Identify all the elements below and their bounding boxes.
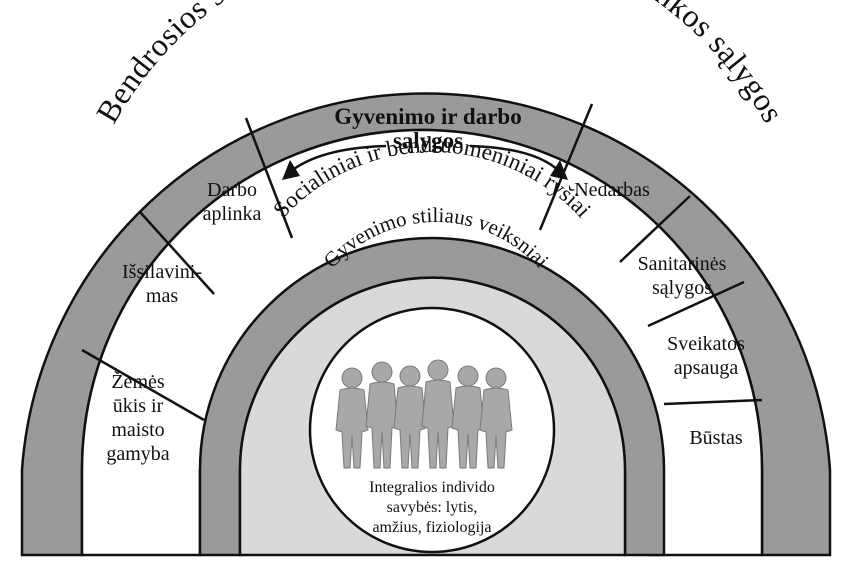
segment-agriculture-line4: gamyba [106, 443, 169, 465]
divider-1 [81, 348, 205, 422]
divider-4 [538, 103, 594, 231]
divider-5 [619, 195, 691, 263]
segment-agriculture: Žemės ūkis ir maisto gamyba [106, 370, 169, 465]
living-conditions-title-line2: sąlygos [393, 128, 463, 153]
arrow-right [469, 144, 561, 173]
divider-3 [244, 117, 294, 239]
segment-agriculture-line2: ūkis ir [113, 395, 164, 417]
segment-housing: Būstas [689, 427, 743, 449]
segment-sanitation-line2: sąlygos [652, 277, 712, 299]
segment-healthcare-line1: Sveikatos [667, 333, 745, 355]
arrow-left-head-icon [282, 160, 300, 180]
segment-healthcare-line2: apsauga [674, 357, 739, 379]
segment-work-environment: Darbo aplinka [203, 179, 262, 225]
segment-dividers [81, 103, 763, 422]
segment-agriculture-line1: Žemės [111, 370, 165, 393]
segment-work-environment-line2: aplinka [203, 203, 262, 225]
segment-education: Išsilavini- mas [122, 261, 202, 307]
segment-unemployment: Nedarbas [574, 179, 650, 201]
segment-sanitation-line1: Sanitarinės [638, 253, 727, 275]
core-label-line3: amžius, fiziologija [372, 519, 491, 536]
segment-unemployment-line1: Nedarbas [574, 179, 650, 201]
double-arrow [289, 144, 561, 173]
living-conditions-title-line1: Gyvenimo ir darbo [334, 104, 521, 129]
segment-education-line1: Išsilavini- [122, 261, 202, 283]
core-label-line2: savybės: lytis, [387, 499, 478, 516]
core-label-line1: Integralios individo [369, 479, 495, 496]
segment-education-line2: mas [146, 285, 178, 307]
segment-work-environment-line1: Darbo [207, 179, 257, 201]
people-silhouettes-icon [335, 359, 513, 469]
segment-sanitation: Sanitarinės sąlygos [638, 253, 727, 299]
segment-housing-line1: Būstas [689, 427, 743, 449]
divider-2 [139, 211, 215, 295]
segment-agriculture-line3: maisto [111, 419, 164, 441]
segment-healthcare: Sveikatos apsauga [667, 333, 745, 379]
arrow-right-head-icon [550, 160, 568, 180]
divider-6 [647, 280, 745, 328]
arrow-left [289, 144, 387, 173]
divider-7 [663, 398, 763, 406]
